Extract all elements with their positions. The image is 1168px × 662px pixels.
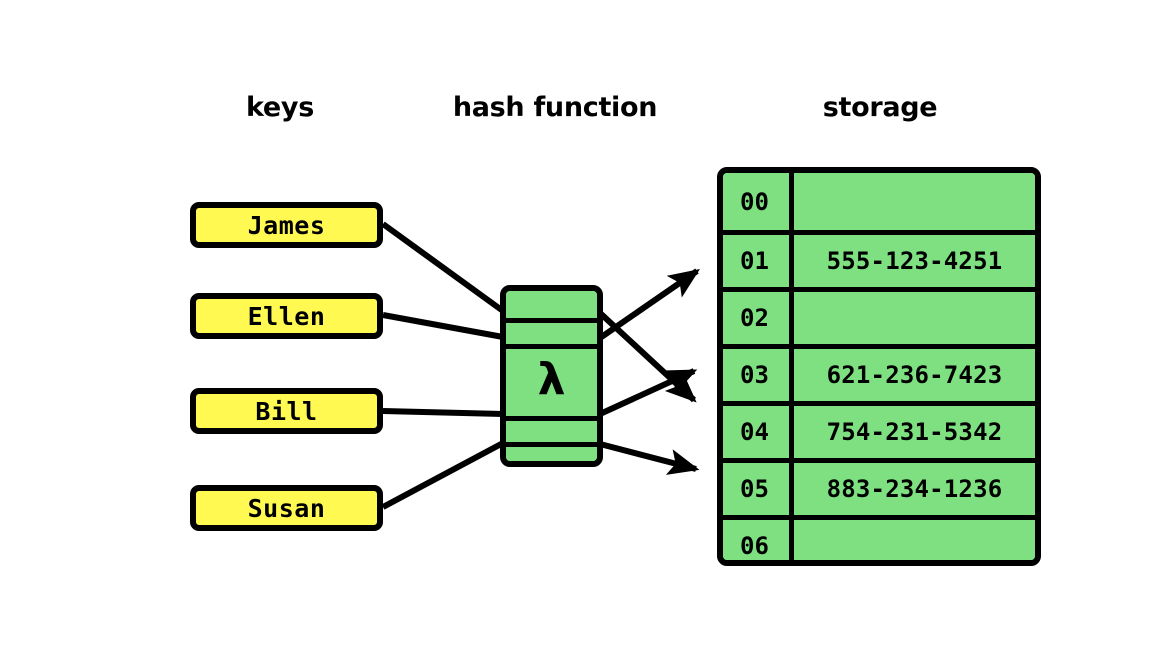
table-row[interactable]: 04 754-231-5342	[723, 401, 1035, 458]
wire-ellen-to-hash	[382, 312, 504, 340]
hash-function-box[interactable]: λ	[500, 285, 603, 467]
storage-index: 05	[723, 463, 794, 515]
arrow-hash-to-slot-03b	[598, 368, 698, 417]
hash-band	[506, 318, 597, 344]
key-box-bill[interactable]: Bill	[190, 388, 383, 434]
column-header-storage: storage	[822, 92, 938, 123]
wire-bill-to-hash	[382, 408, 504, 417]
key-label: Susan	[247, 493, 326, 523]
key-label: James	[247, 210, 326, 240]
storage-value: 621-236-7423	[826, 361, 1003, 389]
storage-index: 00	[723, 173, 794, 230]
storage-value: 555-123-4251	[826, 247, 1003, 275]
storage-value	[794, 520, 1035, 560]
hash-band	[506, 416, 597, 442]
table-row[interactable]: 00	[723, 173, 1035, 230]
hash-band	[506, 442, 597, 461]
table-row[interactable]: 02	[723, 287, 1035, 344]
storage-value: 883-234-1236	[826, 475, 1003, 503]
storage-value	[794, 292, 1035, 344]
key-box-ellen[interactable]: Ellen	[190, 293, 383, 339]
wire-james-to-hash	[381, 221, 505, 314]
key-box-susan[interactable]: Susan	[190, 485, 383, 531]
wire-susan-to-hash	[381, 440, 505, 510]
arrow-hash-to-slot-01	[598, 268, 700, 341]
table-row[interactable]: 01 555-123-4251	[723, 230, 1035, 287]
arrow-hash-to-slot-05	[599, 441, 700, 475]
storage-table: 00 01 555-123-4251 02 03 621-236-7423 04…	[717, 167, 1041, 566]
key-label: Bill	[255, 396, 318, 426]
storage-index: 03	[723, 349, 794, 401]
storage-index: 02	[723, 292, 794, 344]
hash-band	[506, 344, 597, 416]
column-header-hash-function: hash function	[452, 92, 658, 123]
storage-value	[794, 173, 1035, 230]
table-row[interactable]: 06	[723, 515, 1035, 560]
storage-index: 01	[723, 235, 794, 287]
key-label: Ellen	[247, 301, 326, 331]
storage-index: 06	[723, 520, 794, 560]
storage-index: 04	[723, 406, 794, 458]
hash-band	[506, 291, 597, 318]
storage-value: 754-231-5342	[826, 418, 1003, 446]
arrow-hash-to-slot-03a	[597, 310, 697, 403]
table-row[interactable]: 05 883-234-1236	[723, 458, 1035, 515]
table-row[interactable]: 03 621-236-7423	[723, 344, 1035, 401]
key-box-james[interactable]: James	[190, 202, 383, 248]
column-header-keys: keys	[245, 92, 314, 123]
